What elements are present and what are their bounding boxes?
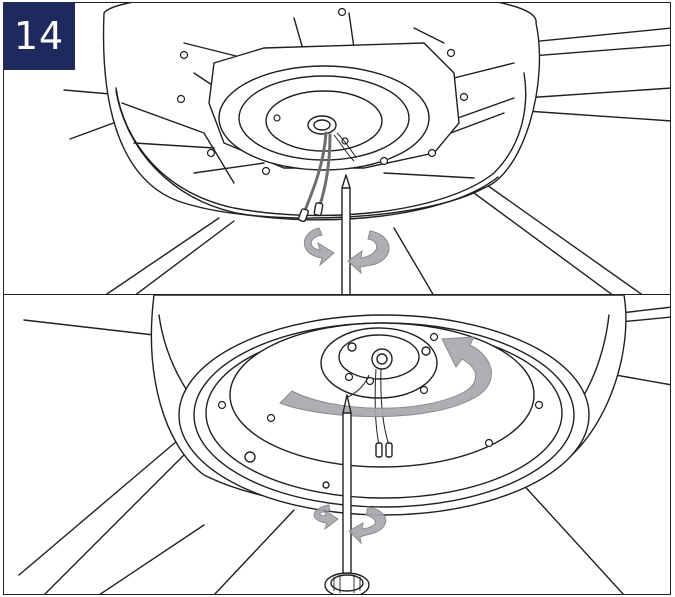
mounting-bracket: [208, 42, 460, 171]
screw-icon: [344, 372, 354, 382]
fan-housing-illustration: [63, 3, 670, 294]
screwdriver-icon: [324, 394, 370, 594]
screw-icon: [365, 376, 375, 386]
screw-icon: [179, 50, 189, 60]
wire-connector-icon: [375, 442, 383, 458]
rotate-arrow-icon: [303, 227, 390, 275]
screw-icon: [484, 438, 494, 448]
screw-icon: [266, 413, 276, 423]
screw-icon: [206, 148, 216, 158]
screwdriver-icon: [341, 174, 351, 294]
screw-icon: [534, 400, 544, 410]
rotate-arrow-icon: [313, 504, 387, 545]
screw-icon: [273, 114, 281, 122]
wire-connector-icon: [313, 202, 324, 216]
top-panel: [3, 2, 671, 295]
screw-icon: [429, 332, 439, 342]
screw-icon: [261, 166, 271, 176]
screws: [217, 332, 544, 448]
wire-connector-icon: [297, 208, 309, 223]
screw-icon: [337, 7, 347, 17]
screw-icon: [176, 94, 186, 104]
screw-icon: [446, 48, 456, 58]
screw-icon: [379, 156, 389, 166]
wire-connector-icon: [385, 442, 393, 458]
bottom-panel: [3, 295, 671, 595]
screw-icon: [217, 400, 227, 410]
light-kit-plate-illustration: [18, 295, 670, 594]
screw-icon: [419, 385, 429, 395]
screw-icon: [427, 148, 437, 158]
screw-icon: [459, 92, 469, 102]
wire-leads: [297, 131, 357, 223]
step-number-badge: 14: [3, 2, 75, 70]
screws: [176, 7, 469, 176]
clockwise-rotate-arrow-icon: [279, 336, 492, 418]
